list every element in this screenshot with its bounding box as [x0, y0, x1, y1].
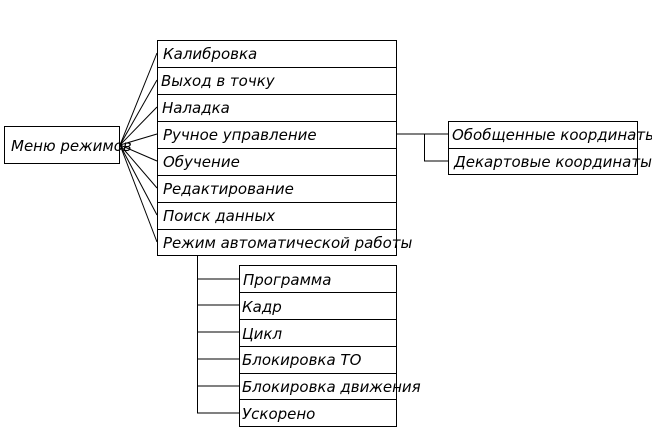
root-box — [4, 126, 120, 164]
mode-label-data-search: Поиск данных — [163, 207, 275, 225]
auto-submode-lock-to: Блокировка ТО — [242, 351, 362, 369]
root-label: Меню режимов — [11, 137, 132, 155]
auto-submode-accelerated: Ускорено — [242, 405, 315, 423]
auto-submode-motion-lock: Блокировка движения — [242, 378, 421, 396]
auto-submode-cycle: Цикл — [242, 325, 282, 343]
mode-label-setup: Наладка — [162, 99, 230, 117]
root-connectors — [119, 52, 158, 243]
manual-connectors — [397, 133, 448, 162]
auto-submode-boxes — [239, 265, 397, 427]
auto-connectors — [197, 256, 239, 414]
manual-submode-boxes — [448, 121, 638, 175]
mode-label-automatic: Режим автоматической работы — [163, 234, 413, 252]
mode-label-calibration: Калибровка — [163, 45, 257, 63]
auto-submode-program: Программа — [243, 271, 331, 289]
mode-label-editing: Редактирование — [163, 180, 294, 198]
manual-submode-generalized-coords: Обобщенные координаты — [452, 126, 652, 144]
mode-boxes — [157, 40, 397, 256]
mode-label-teaching: Обучение — [163, 153, 240, 171]
mode-label-manual-control: Ручное управление — [163, 126, 317, 144]
mode-label-go-to-point: Выход в точку — [161, 72, 276, 90]
manual-submode-cartesian-coords: Декартовые координаты — [453, 153, 652, 171]
auto-submode-frame: Кадр — [242, 298, 282, 316]
